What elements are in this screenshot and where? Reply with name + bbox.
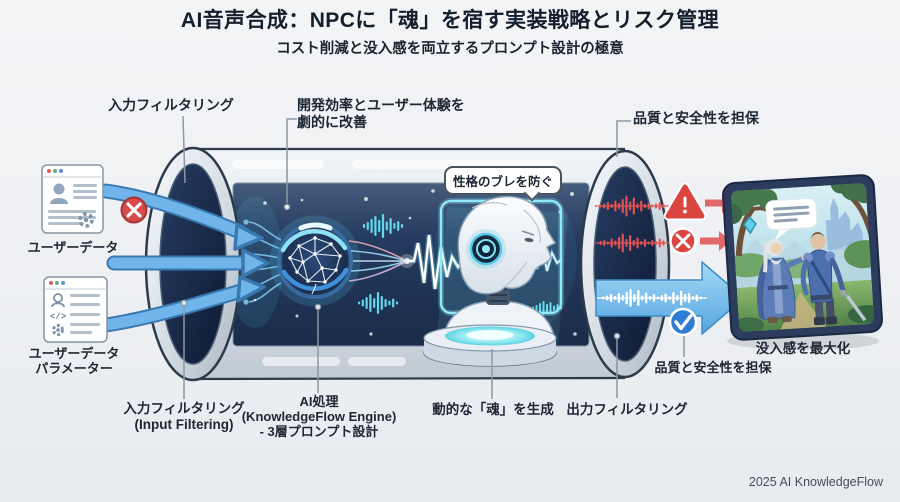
persona-bubble-text: 性格のブレを防ぐ: [452, 175, 553, 189]
gear-icon: [78, 212, 94, 228]
sword-blade: [846, 295, 867, 322]
person-icon: [53, 293, 63, 303]
user-profile-window-icon: [41, 164, 104, 234]
input-x-circle-icon: [120, 196, 148, 224]
callout-dev-benefit-line2: 劇的に改善: [297, 114, 367, 130]
callout-leader-lines: [180, 115, 685, 399]
label-quality-bottom: 品質と安全性を担保: [654, 360, 772, 375]
tube-right-opening: [579, 149, 671, 379]
audio-waveform-cyan-bottom: [357, 292, 399, 314]
persona-speech-bubble: 性格のブレを防ぐ: [444, 166, 562, 202]
page-subtitle: コスト削減と没入感を両立するプロンプト設計の極意: [276, 41, 624, 57]
callout-quality-top: 品質と安全性を担保: [633, 110, 759, 126]
gem-icon: [742, 215, 757, 235]
warrior-player: [800, 232, 867, 326]
callout-input-filtering-top: 入力フィルタリング: [108, 97, 234, 113]
hologram-pedestal: [423, 324, 557, 367]
output-x-circle-icon: [669, 227, 697, 255]
game-screen-tablet: [722, 174, 883, 341]
audio-zigzag-main: [407, 234, 470, 290]
label-ai-process-line1: AI処理: [299, 394, 339, 409]
label-ai-process-line2: (KnowledgeFlow Engine): [241, 409, 397, 424]
credit-text: 2025 AI KnowledgeFlow: [748, 475, 883, 489]
label-input-filtering-line1: 入力フィルタリング: [123, 401, 245, 416]
code-icon: </>: [50, 312, 66, 322]
user-parameters-window-icon: </>: [43, 276, 108, 343]
page-title: AI音声合成：NPCに「魂」を宿す実装戦略とリスク管理: [180, 9, 720, 32]
rejected-waveform-1: [594, 195, 670, 217]
game-scene: [730, 182, 875, 332]
gear-icon: [52, 324, 64, 336]
wizard-npc: [756, 239, 807, 324]
input-arrows: [98, 183, 270, 333]
rejected-waveform-2: [594, 233, 670, 253]
warning-triangle-icon: [663, 182, 707, 221]
signal-converge-lines: [348, 240, 414, 282]
check-circle-icon: [668, 307, 698, 337]
label-user-params-line2: パラメーター: [35, 361, 113, 376]
label-immersion: 没入感を最大化: [755, 341, 851, 356]
label-user-data: ユーザーデータ: [27, 240, 119, 255]
audio-waveform-cyan-top: [362, 214, 404, 238]
label-input-filtering-line2: (Input Filtering): [134, 417, 234, 432]
label-ai-process-line3: - 3層プロンプト設計: [259, 424, 379, 439]
approved-waveform: [597, 289, 707, 307]
label-user-params-line1: ユーザーデータ: [28, 346, 120, 361]
callout-dev-benefit-line1: 開発効率とユーザー体験を: [297, 97, 465, 113]
brain-network-icon: [269, 215, 361, 307]
label-soul-generation: 動的な「魂」を生成: [432, 402, 554, 417]
sparkles: [253, 189, 577, 336]
label-output-filtering: 出力フィルタリング: [566, 402, 688, 417]
speech-bubble-icon: [765, 197, 818, 241]
